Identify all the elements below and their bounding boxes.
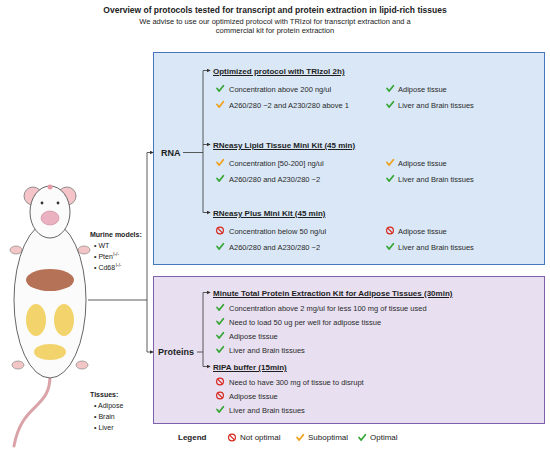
section-label: Proteins bbox=[158, 348, 194, 357]
protocol-name: Optimized protocol with TRIzol 2h) bbox=[213, 67, 345, 76]
tissue-item: • Adipose bbox=[94, 401, 123, 410]
protein-panel: Proteins Minute Total Protein Extraction … bbox=[153, 276, 545, 424]
subtitle: We advise to use our optimized protocol … bbox=[127, 17, 423, 35]
protocol-name: RNeasy Lipid Tissue Mini Kit (45 min) bbox=[213, 141, 355, 150]
criterion-text: Concentration [50-200] ng/ul bbox=[229, 159, 324, 168]
adipose-organ bbox=[34, 344, 66, 360]
adipose-organ bbox=[26, 304, 46, 336]
criterion-text: Concentration below 50 ng/ul bbox=[229, 227, 326, 236]
criterion-text: Liver and Brain tissues bbox=[398, 243, 474, 252]
mouse-body bbox=[14, 222, 86, 378]
mouse-ear bbox=[24, 187, 42, 205]
criterion-text: Liver and Brain tissues bbox=[229, 406, 305, 415]
criterion-text: Concentration above 200 ng/ul bbox=[229, 85, 331, 94]
legend-entry: Not optimal bbox=[240, 433, 280, 442]
legend-sample bbox=[297, 435, 303, 440]
rna-panel: RNA Optimized protocol with TRIzol 2h) Con… bbox=[153, 52, 545, 265]
criterion-text: Adipose tissue bbox=[229, 392, 278, 401]
mouse-paw bbox=[78, 246, 90, 254]
brain-organ bbox=[41, 211, 59, 225]
model-heading: Murine models: bbox=[90, 230, 142, 239]
liver-organ bbox=[26, 269, 74, 291]
protocol-name: RIPA buffer (15min) bbox=[213, 363, 287, 372]
mouse-eye bbox=[57, 202, 60, 205]
criterion-text: Concentration above 2 mg/ul for less 100… bbox=[229, 304, 427, 313]
legend-sample bbox=[359, 435, 365, 440]
tissue-item: • Brain bbox=[94, 412, 115, 421]
mouse-head bbox=[30, 186, 70, 238]
protocol-name: RNeasy Plus Mini Kit (45 min) bbox=[213, 209, 325, 218]
criterion-text: Adipose tissue bbox=[398, 85, 447, 94]
mouse-paw bbox=[76, 361, 88, 369]
legend-text: Not optimal bbox=[240, 433, 280, 442]
section-label: RNA bbox=[161, 149, 181, 158]
legend-entry: Suboptimal bbox=[308, 433, 348, 442]
criterion-text: A260/280 and A230/280 ~2 bbox=[229, 243, 320, 252]
protocol-name: Minute Total Protein Extraction Kit for … bbox=[213, 289, 452, 298]
genotype-superscript: l-/- bbox=[113, 251, 119, 257]
criterion-text: Adipose tissue bbox=[398, 227, 447, 236]
criterion-text: Liver and Brain tissues bbox=[229, 346, 305, 355]
legend-sample bbox=[229, 434, 236, 441]
criterion-text: Need to load 50 ug per well for adipose … bbox=[229, 318, 381, 327]
criterion-text: A260/280 and A230/280 ~2 bbox=[229, 175, 320, 184]
mouse-ear bbox=[58, 187, 76, 205]
criterion-text: Adipose tissue bbox=[398, 159, 447, 168]
tissue-heading: Tissues: bbox=[90, 390, 118, 399]
legend-text: Suboptimal bbox=[308, 433, 348, 442]
tissue-item: • Liver bbox=[94, 423, 114, 432]
leader-line bbox=[88, 153, 147, 353]
criterion-text: Adipose tissue bbox=[229, 332, 278, 341]
criterion-text: Liver and Brain tissues bbox=[398, 101, 474, 110]
adipose-organ bbox=[54, 304, 74, 336]
legend-heading: Legend bbox=[178, 433, 206, 442]
criterion-text: Liver and Brain tissues bbox=[398, 175, 474, 184]
model-item: • Pten bbox=[94, 252, 113, 261]
figure-title: Overview of protocols tested for transcr… bbox=[0, 5, 550, 15]
genotype-superscript: l-/- bbox=[116, 262, 122, 268]
model-item: • Cd68 bbox=[94, 263, 115, 272]
criterion-text: Need to have 300 mg of tissue to disrupt bbox=[229, 378, 364, 387]
mouse-paw bbox=[12, 361, 24, 369]
mouse-illustration bbox=[10, 185, 90, 447]
mouse-tail bbox=[14, 376, 50, 446]
criterion-text: A260/280 ~2 and A230/280 above 1 bbox=[229, 101, 349, 110]
mouse-paw bbox=[10, 246, 22, 254]
mouse-nose bbox=[48, 185, 53, 190]
legend-entry: Optimal bbox=[370, 433, 398, 442]
mouse-eye bbox=[41, 202, 44, 205]
legend-text: Optimal bbox=[370, 433, 398, 442]
model-item: • WT bbox=[94, 241, 109, 250]
